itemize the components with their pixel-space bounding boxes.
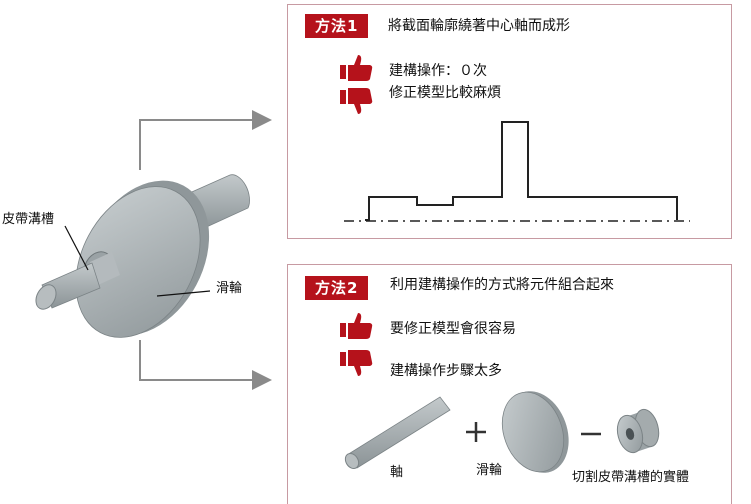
connector-arrow-bottom	[139, 340, 272, 390]
method2-con-text: 建構操作步驟太多	[390, 363, 502, 379]
method2-panel	[287, 264, 732, 504]
method2-title: 利用建構操作的方式將元件組合起來	[390, 277, 614, 293]
groove-cutter-illustration	[616, 408, 660, 454]
method1-badge: 方法1	[305, 14, 369, 38]
thumbs-up-icon	[340, 313, 373, 339]
method1-title: 將截面輪廓繞著中心軸而成形	[388, 18, 570, 34]
shaft-part-illustration	[344, 396, 451, 469]
plus-sign-graphic	[466, 422, 486, 442]
method1-panel	[287, 4, 732, 239]
method2-badge: 方法2	[305, 276, 369, 300]
connector-arrow-top	[139, 110, 272, 170]
thumbs-down-icon	[340, 88, 373, 114]
shaft-label: 軸	[390, 465, 404, 480]
pulley-part-label: 滑輪	[476, 463, 503, 478]
method1-pro-text: 建構操作：０次	[389, 63, 487, 79]
belt-groove-label: 皮帶溝槽	[2, 212, 55, 227]
pulley-assembly-illustration	[35, 174, 250, 338]
thumbs-up-icon	[340, 55, 373, 81]
revolve-profile-diagram	[344, 121, 690, 222]
method2-pro-text: 要修正模型會很容易	[390, 321, 516, 337]
groove-cutter-label: 切割皮帶溝槽的實體	[572, 470, 690, 485]
pulley-disk-illustration	[501, 391, 569, 473]
pulley-label: 滑輪	[216, 281, 243, 296]
method1-con-text: 修正模型比較麻煩	[389, 85, 501, 101]
thumbs-down-icon	[340, 350, 373, 376]
